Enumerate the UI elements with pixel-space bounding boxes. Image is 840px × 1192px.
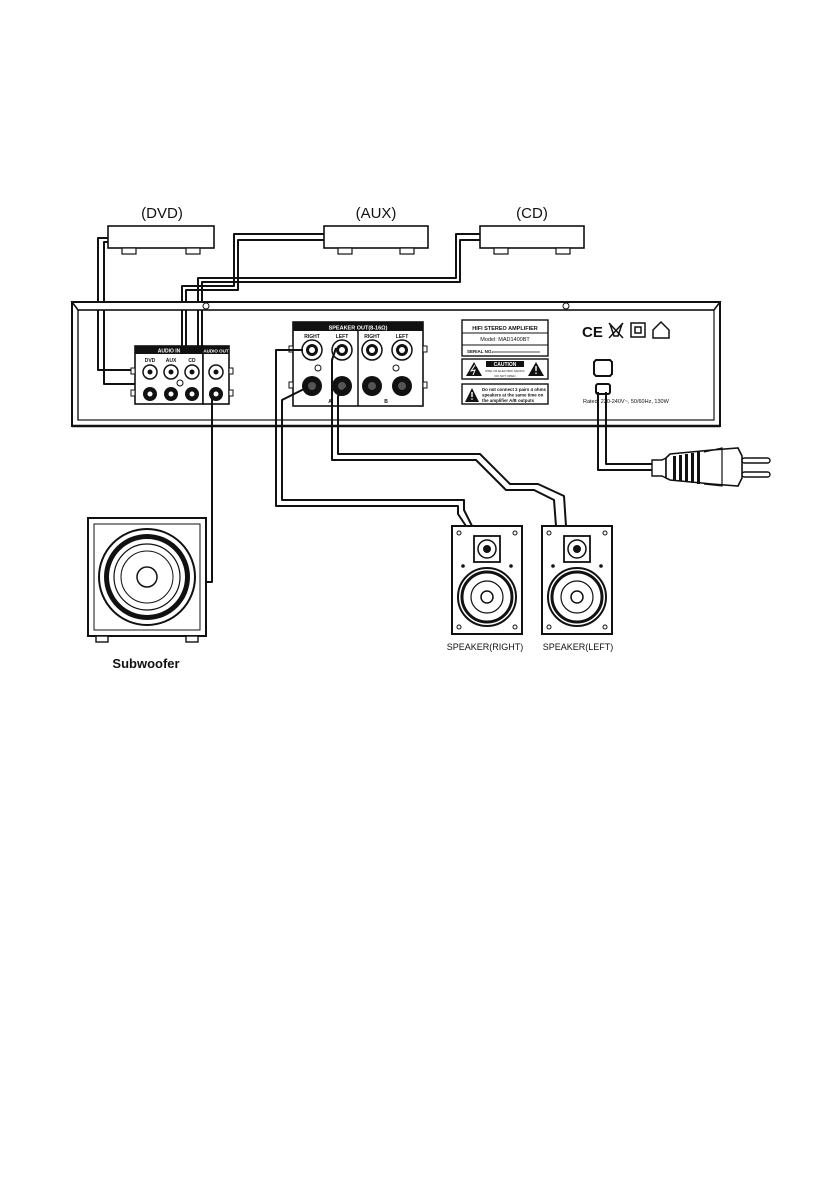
- speaker-right: SPEAKER(RIGHT): [447, 525, 524, 652]
- source-cd: (CD): [479, 205, 585, 255]
- woofer-right: [457, 567, 517, 627]
- audio-out-title: AUDIO OUT: [203, 349, 229, 354]
- subwoofer: Subwoofer: [87, 517, 207, 671]
- col-left-a-label: LEFT: [336, 334, 349, 340]
- weee-bin-icon: [608, 322, 624, 339]
- power-cord: [597, 392, 667, 480]
- warning-triangle-icon-2: [465, 388, 479, 402]
- caution-shock-icon: [466, 362, 482, 376]
- speaker-left-label: SPEAKER(LEFT): [543, 642, 614, 652]
- col-right-a-label: RIGHT: [304, 334, 320, 340]
- speaker-terminal-left-b-neg: [392, 376, 412, 396]
- rca-jack-out-l: [208, 364, 224, 380]
- amplifier-rear-panel: [70, 301, 722, 428]
- power-inlet: Rated: 220-240V~, 50/60Hz, 130W: [583, 359, 670, 405]
- col-left-b-label: LEFT: [396, 334, 409, 340]
- certification-icons: CE: [582, 320, 670, 341]
- caution-label: CAUTION RISK OF ELECTRIC SHOCK DO NOT OP…: [461, 358, 549, 380]
- label-serial: SERIAL NO.: [467, 349, 493, 354]
- speaker-right-label: SPEAKER(RIGHT): [447, 642, 524, 652]
- speaker-out-panel: SPEAKER OUT(8-16Ω) RIGHT LEFT RIGHT LEFT…: [288, 321, 428, 407]
- input-dvd-label: DVD: [145, 358, 156, 364]
- warning-line1: Do not connect 2 pairs 4 ohms: [482, 387, 546, 392]
- caution-title: CAUTION: [494, 362, 517, 368]
- source-aux-label: (AUX): [356, 205, 397, 222]
- audio-out-panel: AUDIO OUT: [202, 345, 234, 405]
- col-right-b-label: RIGHT: [364, 334, 380, 340]
- tweeter-left: [563, 535, 591, 563]
- speaker-terminal-right-b-pos: [361, 339, 383, 361]
- speaker-terminal-right-b-neg: [362, 376, 382, 396]
- speaker-terminal-left-a-pos: [331, 339, 353, 361]
- speaker-cables: [275, 347, 567, 527]
- warning-line2: speakers at the same time on: [482, 393, 544, 398]
- group-b-label: B: [384, 399, 388, 405]
- rca-jack-cd-l: [184, 364, 200, 380]
- speaker-terminal-right-a-pos: [301, 339, 323, 361]
- subwoofer-cable: [206, 390, 213, 583]
- input-cd-label: CD: [188, 358, 196, 364]
- rating-label: HIFI STEREO AMPLIFIER Model: MAD1400BT S…: [461, 319, 549, 357]
- power-plug-icon: [665, 447, 771, 487]
- rca-jack-cd-r: [185, 387, 199, 401]
- source-cables: [97, 233, 480, 385]
- source-cd-label: (CD): [516, 205, 548, 222]
- woofer-left: [547, 567, 607, 627]
- indoor-use-icon: [652, 320, 670, 339]
- double-insulation-icon: [630, 322, 646, 338]
- label-model: Model: MAD1400BT: [480, 337, 530, 343]
- warning-triangle-icon: [528, 362, 544, 376]
- subwoofer-label: Subwoofer: [112, 656, 179, 671]
- label-title: HIFI STEREO AMPLIFIER: [472, 326, 538, 332]
- rca-jack-dvd-r: [143, 387, 157, 401]
- group-a-label: A: [328, 399, 332, 405]
- caution-line2: DO NOT OPEN: [495, 374, 516, 378]
- source-aux: (AUX): [323, 205, 429, 255]
- rated-power-text: Rated: 220-240V~, 50/60Hz, 130W: [583, 399, 670, 405]
- speaker-terminal-left-b-pos: [391, 339, 413, 361]
- rca-jack-aux-l: [163, 364, 179, 380]
- audio-in-title: AUDIO IN: [158, 349, 181, 355]
- warning-line3: the amplifier A/B outputs: [482, 398, 535, 403]
- rca-jack-aux-r: [164, 387, 178, 401]
- tweeter-right: [473, 535, 501, 563]
- source-dvd: (DVD): [107, 205, 215, 255]
- audio-in-panel: AUDIO IN DVD AUX CD: [130, 345, 204, 405]
- warning-label: Do not connect 2 pairs 4 ohms speakers a…: [461, 383, 549, 405]
- speaker-out-title: SPEAKER OUT(8-16Ω): [329, 326, 388, 332]
- speaker-terminal-right-a-neg: [302, 376, 322, 396]
- rca-jack-dvd-l: [142, 364, 158, 380]
- source-dvd-label: (DVD): [141, 205, 183, 222]
- speaker-terminal-left-a-neg: [332, 376, 352, 396]
- input-aux-label: AUX: [166, 358, 177, 364]
- caution-line1: RISK OF ELECTRIC SHOCK: [485, 369, 524, 373]
- speaker-left: SPEAKER(LEFT): [541, 525, 614, 652]
- ce-mark-icon: CE: [582, 324, 603, 341]
